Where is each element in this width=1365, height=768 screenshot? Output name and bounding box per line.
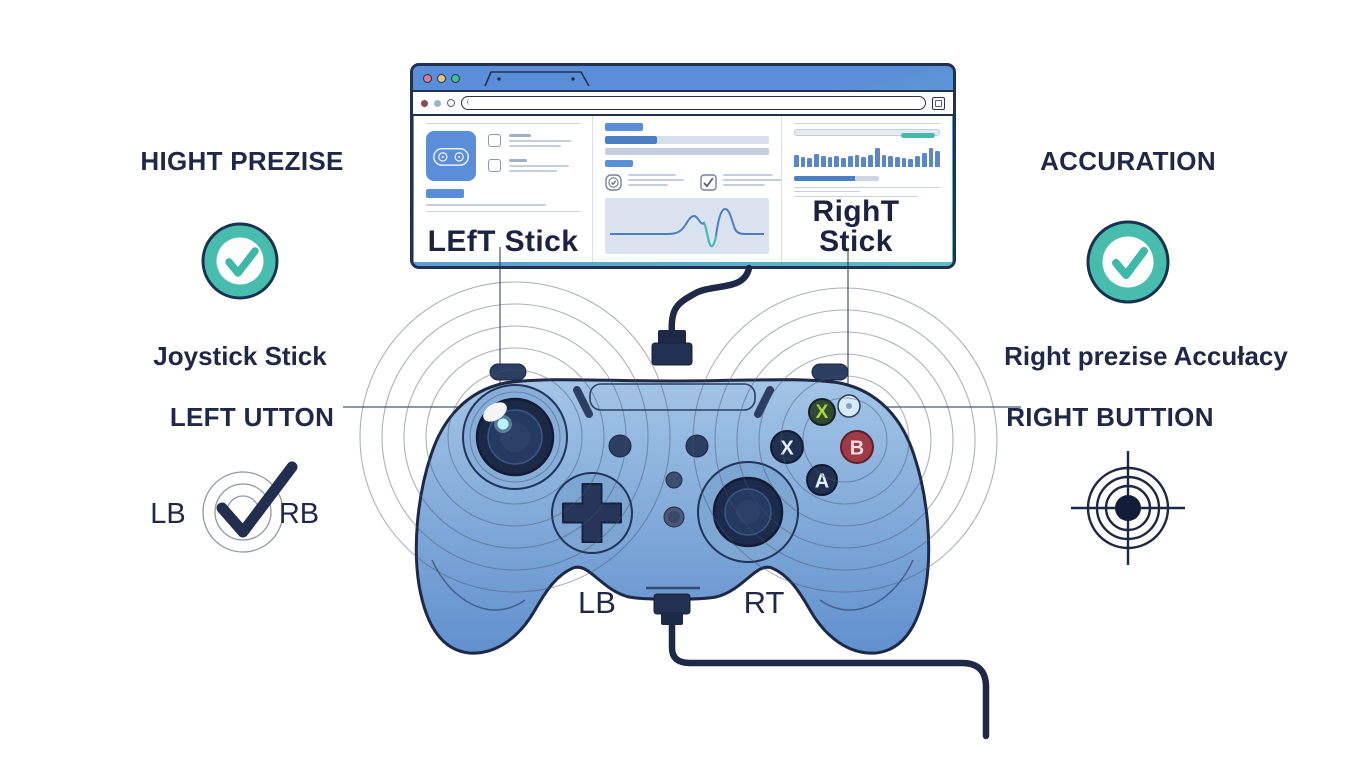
right-subtitle: Right prezise Accułacy	[1004, 341, 1288, 371]
target-icon	[1071, 451, 1185, 565]
right-title: ACCURATION	[1040, 146, 1216, 176]
menu-button	[685, 434, 709, 458]
minimize-window-icon[interactable]	[437, 73, 446, 83]
button-b	[840, 430, 874, 464]
usb-cable-bottom	[668, 620, 990, 740]
waveform-chart	[605, 198, 769, 254]
divider	[426, 211, 580, 212]
left-subtitle: Joystick Stick	[153, 341, 327, 371]
mock-heading-bar	[426, 189, 464, 198]
check-badge-right-icon	[1086, 220, 1170, 304]
browser-toolbar	[413, 90, 953, 116]
right-progress-fill	[794, 176, 856, 181]
right-bumper	[811, 363, 849, 381]
mock-slider[interactable]	[794, 128, 940, 138]
button-y-label: X	[816, 402, 829, 423]
bottom-rt-label: RT	[743, 585, 785, 620]
home-button	[665, 471, 683, 489]
divider	[426, 123, 580, 124]
checkbox-check-icon[interactable]	[700, 174, 717, 191]
browser-content: LEfT Stick	[414, 116, 952, 262]
panel-left-stick: LEfT Stick	[414, 116, 592, 262]
mock-progress	[605, 136, 769, 144]
check-item	[605, 174, 684, 191]
maximize-window-icon[interactable]	[451, 73, 460, 83]
left-analog-stick	[462, 384, 568, 490]
address-bar[interactable]	[461, 96, 926, 110]
button-x-label: X	[780, 437, 794, 459]
browser-menu-icon[interactable]	[932, 96, 945, 110]
circle-check-icon[interactable]	[605, 174, 622, 191]
left-button-label: LEFT UTTON	[169, 402, 335, 432]
left-stick-caption: LEfT Stick	[427, 225, 579, 258]
usb-cable-top	[668, 264, 753, 338]
browser-tab[interactable]	[477, 70, 595, 87]
left-bumper	[489, 363, 527, 381]
mock-text-line	[794, 191, 860, 193]
checkbox[interactable]	[488, 159, 501, 172]
button-b-label: B	[850, 437, 864, 459]
rb-label: RB	[278, 498, 320, 530]
mock-heading-bar	[605, 160, 633, 167]
browser-titlebar	[413, 66, 953, 90]
close-window-icon[interactable]	[423, 73, 432, 83]
left-shoulder-mark	[573, 386, 593, 418]
crosshair-lines	[343, 247, 1021, 643]
gamepad-body: X X B A	[414, 363, 931, 655]
face-buttons: X X B A	[770, 394, 874, 496]
mini-bar-chart	[794, 144, 941, 168]
mock-bar	[605, 148, 769, 155]
right-button-label: RIGHT BUTTION	[1006, 402, 1214, 432]
divider	[794, 196, 919, 197]
left-title: HIGHT PREZISE	[140, 146, 344, 176]
aim-dot	[837, 394, 861, 418]
mock-progress	[794, 176, 940, 181]
button-a-label: A	[815, 470, 829, 492]
right-stick-caption: RighT Stick	[812, 195, 900, 258]
divider	[794, 123, 940, 124]
forward-icon[interactable]	[434, 99, 441, 107]
mock-heading-bar	[605, 123, 643, 131]
divider	[794, 186, 940, 188]
button-a	[806, 464, 838, 496]
check-item	[700, 174, 781, 191]
lb-label: LB	[150, 498, 186, 530]
panel-middle	[592, 116, 782, 262]
share-button	[663, 506, 685, 528]
button-y	[808, 398, 836, 426]
panel-right-stick: RighT Stick	[782, 116, 952, 262]
bottom-lb-label: LB	[578, 585, 616, 620]
touch-plate	[589, 383, 756, 411]
usb-plug-bottom	[653, 593, 691, 615]
dpad	[551, 472, 633, 554]
ripple-rings-left	[359, 281, 671, 593]
mock-text-line	[426, 204, 546, 206]
usb-plug-top	[651, 342, 693, 366]
view-button	[608, 434, 632, 458]
reload-icon[interactable]	[447, 99, 455, 107]
browser-window: LEfT Stick	[410, 63, 956, 269]
check-badge-left-icon	[201, 222, 279, 300]
gamepad-card-icon	[426, 131, 476, 181]
right-shoulder-mark	[754, 386, 774, 418]
checkbox[interactable]	[488, 134, 501, 147]
button-x	[770, 430, 804, 464]
right-analog-stick	[697, 461, 799, 563]
ripple-rings-right	[692, 287, 998, 593]
usb-plug-neck	[658, 330, 686, 345]
back-icon[interactable]	[421, 99, 428, 107]
